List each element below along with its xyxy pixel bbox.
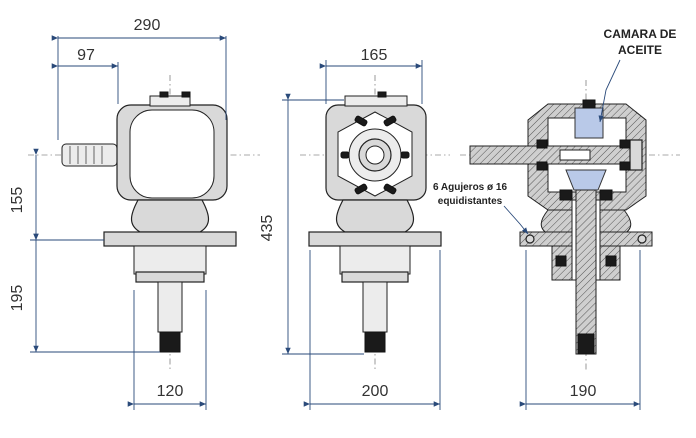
output-shaft-spline — [159, 331, 181, 353]
section-input-shaft — [469, 145, 641, 165]
dim-200: 200 — [362, 383, 389, 400]
front-view: 165 435 200 — [259, 47, 450, 410]
side-view: 290 97 155 195 120 — [9, 17, 260, 410]
mounting-flange — [103, 231, 237, 247]
dim-155: 155 — [9, 187, 26, 214]
dim-435: 435 — [259, 215, 276, 242]
flange-hole-right — [637, 234, 647, 244]
dim-195: 195 — [9, 285, 26, 312]
lower-bearing-housing — [133, 245, 207, 275]
dim-190: 190 — [570, 383, 597, 400]
oil-chamber-cap — [574, 107, 604, 139]
bevel-gear — [565, 169, 607, 191]
holes-label-1: 6 Agujeros ø 16 — [433, 182, 508, 193]
front-flange — [308, 231, 442, 247]
dim-120: 120 — [157, 383, 184, 400]
housing-neck — [130, 199, 210, 233]
front-output-shaft — [362, 281, 388, 333]
holes-label-2: equidistantes — [438, 196, 503, 207]
dim-165: 165 — [361, 47, 388, 64]
section-output-shaft — [575, 189, 597, 355]
front-output-spline — [364, 331, 386, 353]
section-view: CAMARA DE ACEITE 6 Agujeros ø 16 equidis… — [433, 27, 680, 410]
holes-leader — [503, 205, 529, 235]
dim-97: 97 — [77, 47, 95, 64]
housing-cover — [129, 109, 215, 199]
oil-chamber-label-1: CAMARA DE — [604, 27, 677, 41]
dim-290: 290 — [134, 17, 161, 34]
flange-hole-left — [525, 234, 535, 244]
top-plug — [149, 95, 191, 107]
oil-chamber-leader — [598, 59, 621, 123]
output-shaft — [157, 281, 183, 333]
oil-chamber-label-2: ACEITE — [618, 43, 662, 57]
